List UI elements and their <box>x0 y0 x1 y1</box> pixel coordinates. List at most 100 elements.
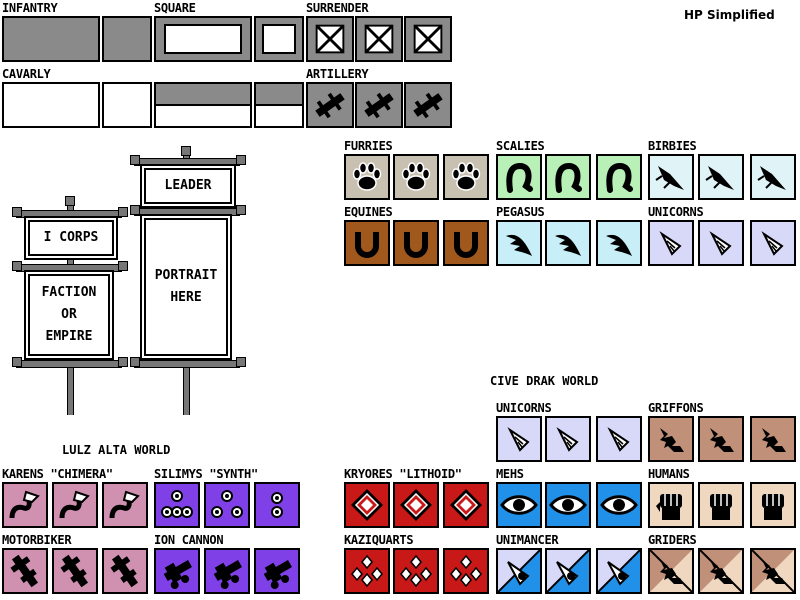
mehs-unit-3[interactable] <box>596 482 642 528</box>
griders-unit-2[interactable] <box>698 548 744 594</box>
kaziquarts-label: KAZIQUARTS <box>344 533 414 547</box>
ioncannon-unit-2[interactable] <box>204 548 250 594</box>
corps-banner-knob-left <box>12 207 22 217</box>
diamond-gem-icon <box>400 489 432 521</box>
karens-unit-1[interactable] <box>2 482 48 528</box>
surrender-x-icon <box>315 24 345 54</box>
surrender-unit-2[interactable] <box>355 16 403 62</box>
humans-unit-2[interactable] <box>698 482 744 528</box>
crystal-shards-icon <box>450 554 482 588</box>
unimancer-unit-3[interactable] <box>596 548 642 594</box>
square-unit-small[interactable] <box>254 16 304 62</box>
scalies-unit-1[interactable] <box>496 154 542 200</box>
surrender-unit-3[interactable] <box>404 16 452 62</box>
griders-unit-1[interactable] <box>648 548 694 594</box>
kryores-unit-2[interactable] <box>393 482 439 528</box>
karens-unit-2[interactable] <box>52 482 98 528</box>
unicorns-unit-1[interactable] <box>648 220 694 266</box>
corps-banner-knob-right <box>118 207 128 217</box>
mehs-unit-2[interactable] <box>545 482 591 528</box>
silimys-unit-3[interactable] <box>254 482 300 528</box>
equines-unit-3[interactable] <box>443 220 489 266</box>
ioncannon-unit-1[interactable] <box>154 548 200 594</box>
birbies-unit-2[interactable] <box>698 154 744 200</box>
griffons-unit-1[interactable] <box>648 416 694 462</box>
infantry-unit-small[interactable] <box>102 16 152 62</box>
crystal-shards-icon <box>400 554 432 588</box>
furries-unit-2[interactable] <box>393 154 439 200</box>
griders-unit-3[interactable] <box>750 548 796 594</box>
portrait-banner-plate[interactable]: PORTRAIT HERE <box>140 214 232 360</box>
cavalry-unit-wide[interactable] <box>2 82 100 128</box>
unicorns-unit-3[interactable] <box>750 220 796 266</box>
talon-icon <box>710 428 734 452</box>
equines-unit-2[interactable] <box>393 220 439 266</box>
griffons-unit-3[interactable] <box>750 416 796 462</box>
cavalry-square-wide[interactable] <box>154 82 252 128</box>
artillery-unit-2[interactable] <box>355 82 403 128</box>
birbies-unit-3[interactable] <box>750 154 796 200</box>
furries-unit-1[interactable] <box>344 154 390 200</box>
scalies-unit-3[interactable] <box>596 154 642 200</box>
synth-orbs-icon <box>161 490 193 518</box>
pegasus-unit-1[interactable] <box>496 220 542 266</box>
horseshoe-icon <box>454 232 478 258</box>
diamond-gem-icon <box>351 489 383 521</box>
surrender-unit-1[interactable] <box>306 16 354 62</box>
artillery-cannon-icon <box>315 92 345 119</box>
kaziquarts-unit-3[interactable] <box>443 548 489 594</box>
silimys-unit-2[interactable] <box>204 482 250 528</box>
horseshoe-icon <box>355 232 379 258</box>
furries-unit-3[interactable] <box>443 154 489 200</box>
silimys-unit-1[interactable] <box>154 482 200 528</box>
wing-icon <box>506 234 532 256</box>
kaziquarts-unit-1[interactable] <box>344 548 390 594</box>
kaziquarts-unit-2[interactable] <box>393 548 439 594</box>
unimancer-unit-1[interactable] <box>496 548 542 594</box>
faction-banner-plate[interactable]: FACTION OR EMPIRE <box>24 270 114 360</box>
griffons-unit-2[interactable] <box>698 416 744 462</box>
humans-unit-3[interactable] <box>750 482 796 528</box>
cavalry-unit-small[interactable] <box>102 82 152 128</box>
ioncannon-unit-3[interactable] <box>254 548 300 594</box>
square-unit-wide[interactable] <box>154 16 252 62</box>
artillery-unit-3[interactable] <box>404 82 452 128</box>
equines-label: EQUINES <box>344 205 393 219</box>
birbies-unit-1[interactable] <box>648 154 694 200</box>
portrait-banner-knob-left <box>130 357 140 367</box>
leader-banner-knob-mid-right <box>236 205 246 215</box>
unicorn-horn-icon <box>659 231 682 256</box>
motorbiker-unit-3[interactable] <box>102 548 148 594</box>
wing-icon <box>555 234 581 256</box>
unicorns-unit-2[interactable] <box>698 220 744 266</box>
equines-unit-1[interactable] <box>344 220 390 266</box>
artillery-unit-1[interactable] <box>306 82 354 128</box>
humans-unit-1[interactable] <box>648 482 694 528</box>
unicorns2-unit-2[interactable] <box>545 416 591 462</box>
leader-banner-plate[interactable]: LEADER <box>140 164 236 208</box>
kryores-unit-3[interactable] <box>443 482 489 528</box>
scalies-unit-2[interactable] <box>545 154 591 200</box>
pegasus-unit-2[interactable] <box>545 220 591 266</box>
corps-banner-plate[interactable]: I CORPS <box>24 216 118 260</box>
unicorns2-unit-3[interactable] <box>596 416 642 462</box>
eye-icon <box>500 495 538 515</box>
unicorn-horn-icon <box>507 427 530 452</box>
wrench-icon <box>10 554 39 588</box>
motorbiker-unit-1[interactable] <box>2 548 48 594</box>
cavalry-square-small[interactable] <box>254 82 304 128</box>
infantry-unit-wide[interactable] <box>2 16 100 62</box>
unicorns2-unit-1[interactable] <box>496 416 542 462</box>
kryores-unit-1[interactable] <box>344 482 390 528</box>
karens-unit-3[interactable] <box>102 482 148 528</box>
cive-drak-world-title: CIVE DRAK WORLD <box>490 374 599 388</box>
paw-print-icon <box>451 162 481 191</box>
mehs-unit-1[interactable] <box>496 482 542 528</box>
unimancer-unit-2[interactable] <box>545 548 591 594</box>
unicorn-horn-icon <box>761 231 784 256</box>
lulz-alta-world-title: LULZ ALTA WORLD <box>62 443 171 457</box>
artillery-label: ARTILLERY <box>306 67 369 81</box>
fist-icon <box>656 494 682 520</box>
pegasus-unit-3[interactable] <box>596 220 642 266</box>
motorbiker-unit-2[interactable] <box>52 548 98 594</box>
